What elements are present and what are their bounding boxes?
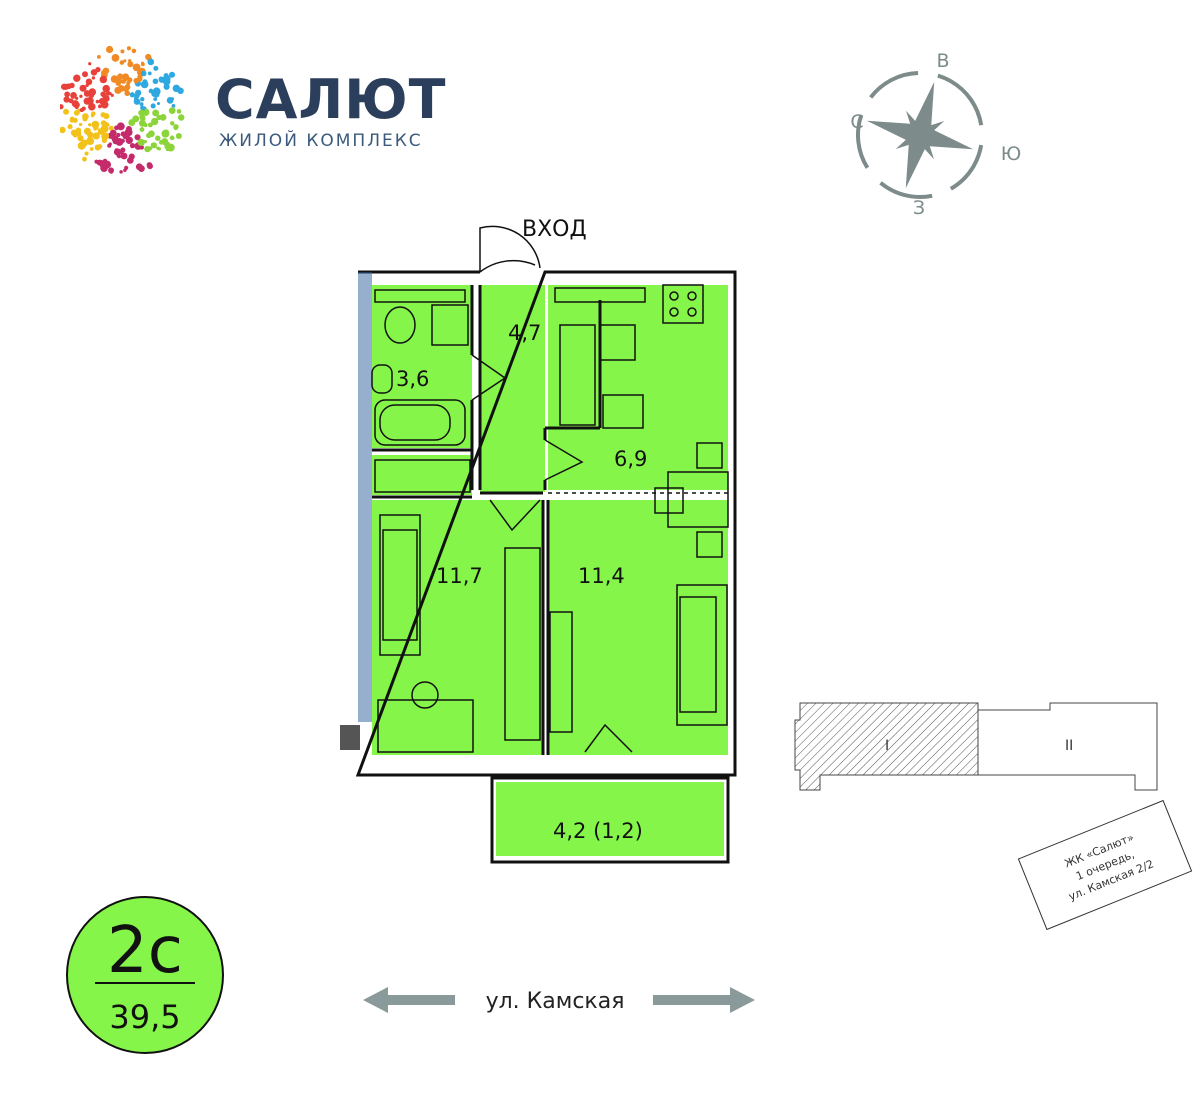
room-area-room1: 11,7: [436, 564, 483, 588]
room1-area: [372, 500, 543, 755]
room-area-kitchen: 6,9: [614, 447, 647, 471]
address-stamp: ЖК «Салют» 1 очередь, ул. Камская 2/2: [1018, 801, 1191, 930]
section-2-label: II: [1065, 738, 1073, 754]
room-area-balcony: 4,2 (1,2): [553, 819, 643, 843]
entrance-label: ВХОД: [522, 217, 587, 242]
street-label: ул. Камская: [486, 989, 625, 1014]
room-area-bathroom: 3,6: [396, 367, 429, 391]
room-area-room2: 11,4: [578, 564, 625, 588]
apartment-total-area: 39,5: [109, 998, 180, 1036]
room2-area: [548, 500, 728, 755]
apartment-type: 2с: [107, 914, 183, 988]
section-1-label: I: [885, 738, 889, 754]
room-area-hall: 4,7: [508, 321, 541, 345]
